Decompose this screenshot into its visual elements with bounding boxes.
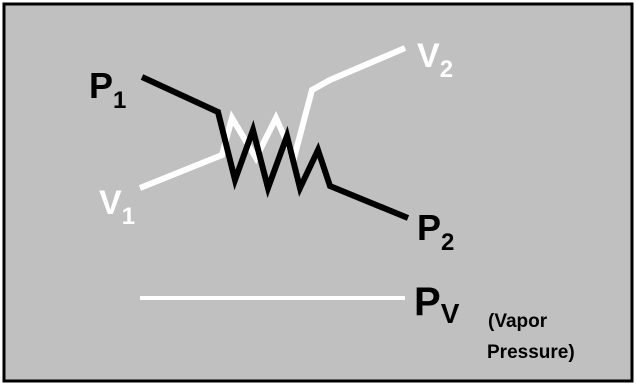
- pv-label-main: P: [414, 280, 441, 324]
- p2-label: P2: [417, 207, 454, 256]
- pv-label: PV: [414, 280, 460, 329]
- v1-label-main: V: [99, 184, 122, 222]
- p2-label-sub: 2: [441, 229, 454, 256]
- v1-label-sub: 1: [122, 203, 135, 230]
- pressure-line: [140, 74, 410, 221]
- p1-label-main: P: [89, 65, 113, 106]
- p2-label-main: P: [417, 207, 441, 248]
- v2-label-sub: 2: [440, 56, 453, 83]
- p1-label-sub: 1: [113, 87, 126, 114]
- v1-label: V1: [99, 184, 135, 230]
- v2-label-main: V: [417, 37, 440, 75]
- vapor-caption-line1: (Vapor: [488, 311, 548, 332]
- vapor-caption-line2: Pressure): [487, 342, 575, 363]
- v2-label: V2: [417, 37, 453, 83]
- pv-label-sub: V: [441, 298, 460, 329]
- p1-label: P1: [89, 65, 126, 114]
